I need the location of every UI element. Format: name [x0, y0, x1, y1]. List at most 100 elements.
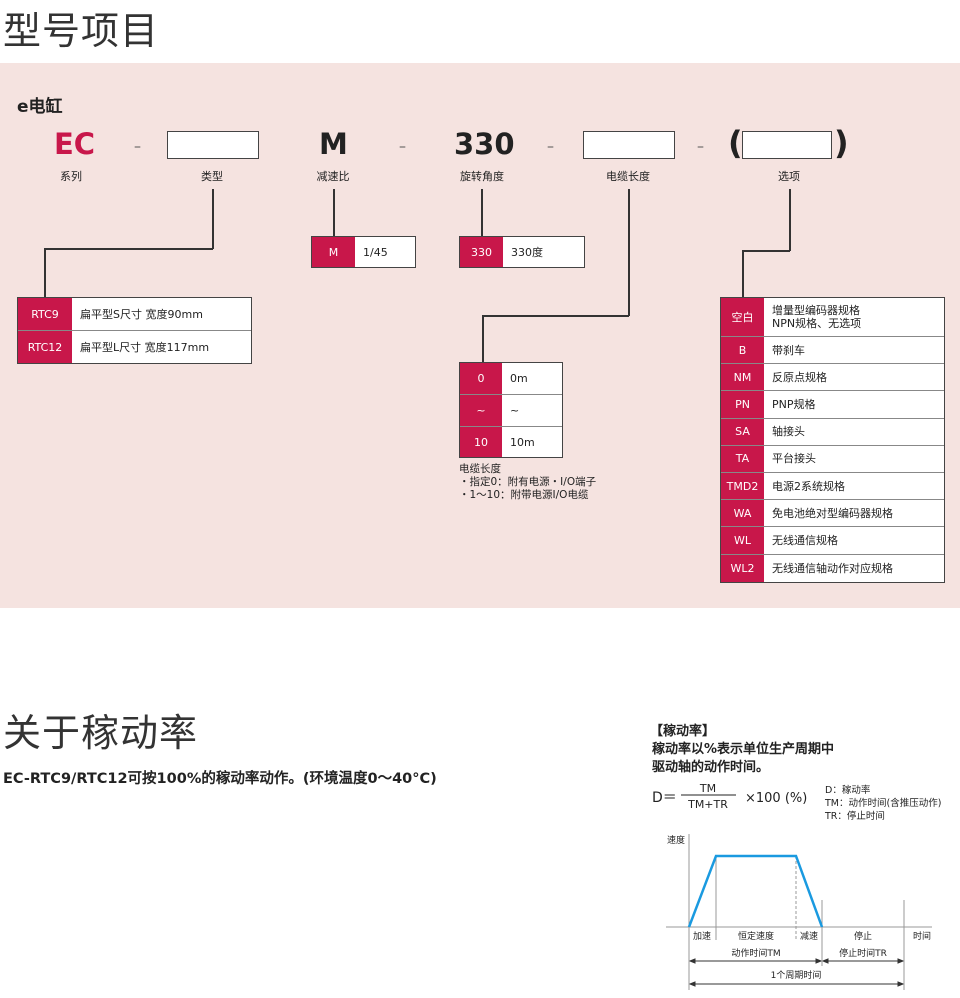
legend-item: TR：停止时间 — [824, 810, 885, 822]
connector — [789, 189, 791, 251]
phase-label: 减速 — [800, 930, 818, 942]
connector — [212, 189, 214, 249]
option-code: PN — [721, 391, 764, 418]
option-desc: 电源2系统规格 — [764, 480, 845, 493]
option-desc-line: 带刹车 — [772, 343, 805, 357]
motion-time-label: 动作时间TM — [731, 947, 780, 959]
option-code: NM — [721, 364, 764, 391]
connector — [482, 315, 484, 362]
table-row: RTC12 扁平型L尺寸 宽度117mm — [18, 331, 251, 363]
angle-code: 330 — [454, 127, 515, 161]
table-row: ~~ — [460, 395, 562, 427]
option-desc-line: 轴接头 — [772, 425, 805, 439]
option-desc: 无线通信规格 — [764, 534, 838, 547]
cycle-time-label: 1个周期时间 — [771, 969, 822, 981]
label-angle: 旋转角度 — [460, 170, 504, 183]
connector — [628, 189, 630, 316]
legend-item: D：稼动率 — [825, 784, 871, 796]
label-option: 选项 — [778, 170, 800, 183]
table-row: B 带刹车 — [721, 337, 944, 365]
table-row: TA 平台接头 — [721, 445, 944, 473]
type-code: RTC12 — [18, 331, 72, 363]
diagram-desc: 驱动轴的动作时间。 — [652, 759, 769, 775]
legend-item: TM：动作时间(含推压动作) — [824, 797, 941, 809]
option-code: WL — [721, 527, 764, 554]
option-box — [742, 131, 832, 159]
diagram-desc: 稼动率以%表示单位生产周期中 — [652, 741, 834, 757]
stop-time-label: 停止时间TR — [839, 947, 887, 959]
option-desc: 带刹车 — [764, 344, 805, 357]
note-line: ・1～10：附带电源I/O电缆 — [459, 489, 589, 501]
phase-label: 加速 — [693, 931, 711, 942]
label-type: 类型 — [201, 170, 223, 183]
option-desc: 反原点规格 — [764, 371, 827, 384]
paren-close: ) — [834, 124, 849, 162]
section-subtitle: EC-RTC9/RTC12可按100%的稼动率动作。(环境温度0～40°C) — [3, 771, 437, 787]
cable-notes: 电缆长度 ・指定0：附有电源・I/O端子 ・1～10：附带电源I/O电缆 — [459, 463, 596, 502]
ratio-code: M — [312, 237, 355, 267]
dash: – — [134, 139, 141, 155]
diagram-heading: 【稼动率】 — [650, 723, 715, 739]
dash: – — [399, 139, 406, 155]
phase-label: 恒定速度 — [738, 930, 774, 942]
paren-open: ( — [728, 124, 743, 162]
option-desc-line: 平台接头 — [772, 452, 816, 466]
option-desc: 平台接头 — [764, 452, 816, 465]
x-axis-label: 时间 — [913, 930, 931, 942]
phase-label: 停止 — [854, 930, 872, 942]
section-title: 关于稼动率 — [3, 711, 199, 755]
series-code: EC — [54, 127, 96, 161]
connector — [44, 248, 46, 297]
cable-desc: 0m — [510, 372, 528, 385]
table-row: WL2 无线通信轴动作对应规格 — [721, 554, 944, 582]
option-code: WL2 — [721, 554, 764, 582]
cable-code: 0 — [460, 363, 502, 394]
formula-denominator: TM+TR — [687, 798, 728, 811]
connector — [44, 248, 213, 250]
note-line: ・指定0：附有电源・I/O端子 — [459, 476, 597, 488]
type-desc: 扁平型L尺寸 宽度117mm — [80, 340, 210, 354]
note-line: 电缆长度 — [459, 463, 501, 475]
option-code: TA — [721, 445, 764, 472]
option-code: B — [721, 337, 764, 364]
y-axis-label: 速度 — [667, 834, 685, 846]
option-code: WA — [721, 500, 764, 527]
connector — [481, 189, 483, 236]
table-row: NM 反原点规格 — [721, 364, 944, 392]
angle-desc: 330度 — [511, 245, 543, 259]
option-desc-line: 无线通信轴动作对应规格 — [772, 561, 893, 575]
label-cable: 电缆长度 — [606, 170, 650, 183]
ratio-desc: 1/45 — [363, 245, 388, 259]
speed-profile-line — [687, 854, 824, 928]
table-row: M 1/45 — [312, 237, 415, 267]
ratio-table: M 1/45 — [311, 236, 416, 268]
label-series: 系列 — [60, 170, 82, 183]
option-desc-line: 反原点规格 — [772, 370, 827, 384]
option-desc-line: 增量型编码器规格 — [772, 304, 860, 317]
formula-numerator: TM — [699, 782, 716, 795]
connector — [742, 250, 744, 297]
cable-code: ~ — [460, 395, 502, 426]
formula-multiplier: ×100 (%) — [745, 791, 807, 806]
connector — [742, 250, 790, 252]
option-desc: 轴接头 — [764, 425, 805, 438]
ratio-code: M — [319, 127, 348, 161]
table-row: 0 0m — [460, 363, 562, 395]
option-desc-line: 电源2系统规格 — [772, 479, 845, 493]
dash: – — [697, 139, 704, 155]
option-desc: PNP规格 — [764, 398, 816, 411]
connector — [333, 189, 335, 236]
cable-desc: ~ — [510, 404, 520, 417]
